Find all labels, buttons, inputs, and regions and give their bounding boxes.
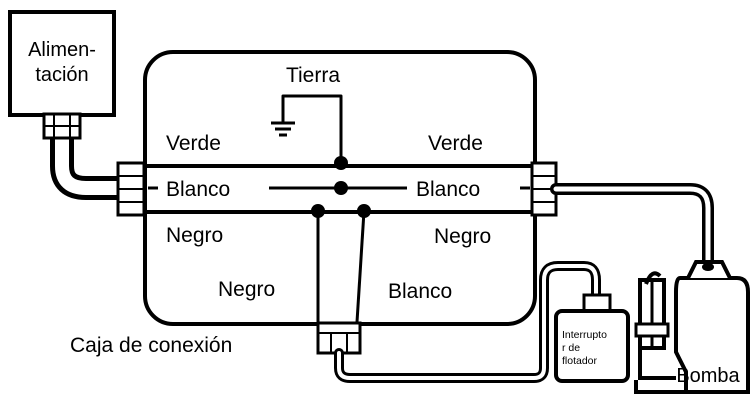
black-splice-left: [311, 204, 325, 218]
lower-white-label: Blanco: [388, 280, 452, 303]
left-connector: [116, 161, 146, 217]
power-supply: Alimen- tación: [8, 10, 116, 117]
left-black-label: Negro: [166, 224, 223, 247]
pump: Bomba: [634, 260, 750, 394]
float-switch-label-line3: flotador: [562, 355, 598, 367]
right-green-label: Verde: [428, 132, 483, 155]
float-switch-label-line2: r de: [562, 342, 580, 354]
pump-label: Bomba: [676, 365, 740, 387]
power-supply-label-line2: tación: [35, 64, 88, 86]
ground-label: Tierra: [286, 64, 340, 87]
ground-wire: [271, 94, 343, 164]
right-white-label: Blanco: [416, 178, 480, 201]
right-black-label: Negro: [434, 225, 491, 248]
float-switch-box: [554, 309, 630, 383]
white-splice: [334, 181, 348, 195]
left-green-label: Verde: [166, 132, 221, 155]
pump-cable: [550, 183, 714, 268]
black-wire-right: [355, 210, 366, 323]
float-switch-label-line1: Interrupto: [562, 329, 607, 341]
float-cable: [334, 261, 601, 383]
power-conduit: [42, 112, 130, 200]
ground-splice: [334, 156, 348, 170]
cable-sheath: [118, 164, 532, 214]
left-white-label: Blanco: [166, 178, 230, 201]
lower-black-label: Negro: [218, 278, 275, 301]
power-supply-label-line1: Alimen-: [28, 39, 96, 61]
black-splice-right: [357, 204, 371, 218]
float-switch: Interrupto r de flotador: [554, 293, 630, 383]
junction-box-label: Caja de conexión: [70, 334, 232, 357]
